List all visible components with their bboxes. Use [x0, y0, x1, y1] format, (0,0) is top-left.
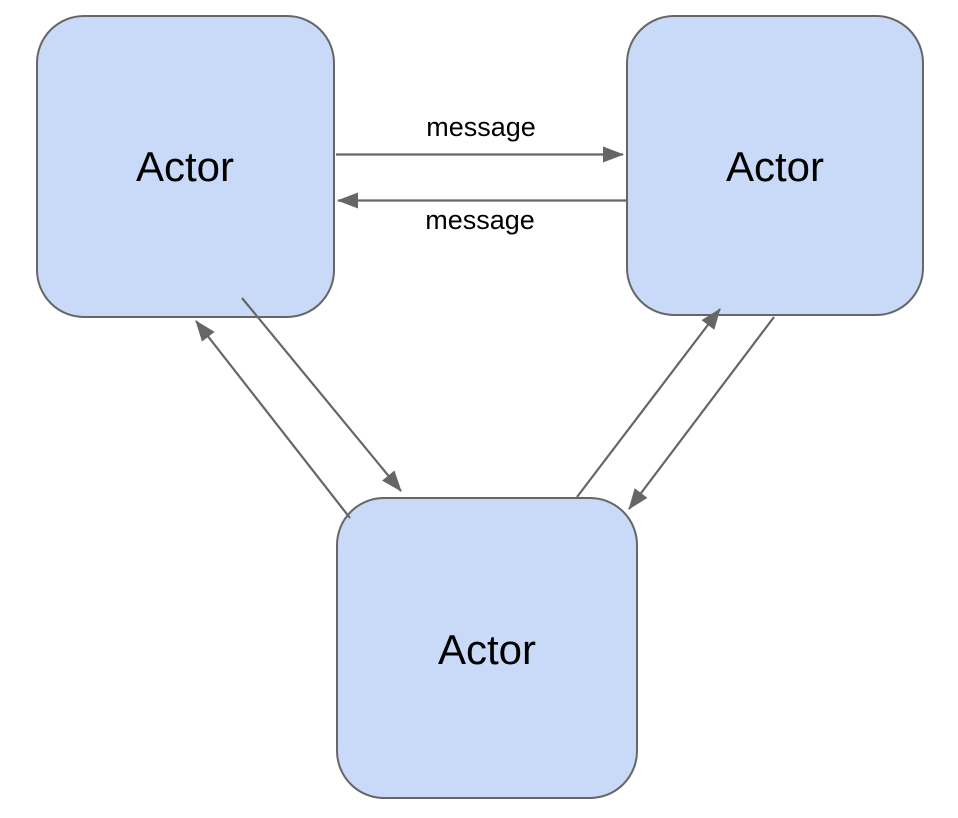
actor-node-top-right [626, 15, 924, 316]
actor-node-bottom [336, 497, 638, 799]
edge-label-message-bottom: message [425, 205, 535, 235]
edge-bottom-to-top-left [195, 320, 351, 519]
actor-node-top-left [36, 15, 335, 318]
edge-top-right-to-bottom [628, 316, 775, 510]
edge-top-left-to-bottom [241, 297, 402, 492]
actor-node-label-bottom: Actor [438, 626, 536, 673]
edge-bottom-to-top-right [576, 308, 721, 498]
actor-node-label-top-right: Actor [726, 143, 824, 190]
actor-node-label-top-left: Actor [136, 143, 234, 190]
edge-label-message-top: message [426, 112, 536, 142]
